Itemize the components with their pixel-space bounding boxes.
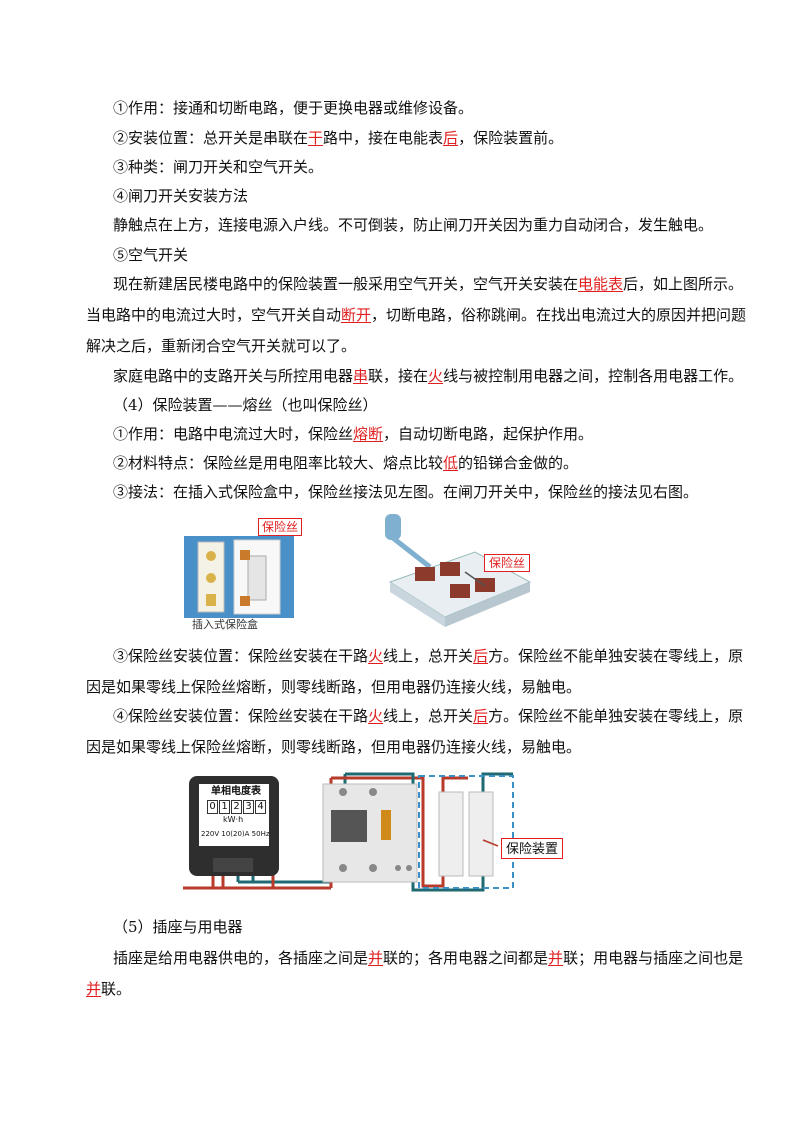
fuse-box-image bbox=[184, 536, 294, 618]
meter-unit: kW·h bbox=[223, 815, 244, 824]
text-segment: 线与被控制用电器之间，控制各用电器工作。 bbox=[443, 367, 744, 385]
text-segment: ②安装位置：总开关是串联在 bbox=[113, 129, 309, 147]
text-line: ②安装位置：总开关是串联在干路中，接在电能表后，保险装置前。 bbox=[113, 128, 563, 148]
text-segment: 当电路中的电流过大时，空气开关自动 bbox=[86, 306, 342, 324]
text-segment: ，切断电路，俗称跳闸。在找出电流过大的原因并把问题 bbox=[371, 306, 747, 324]
answer-highlight: 断开 bbox=[341, 306, 372, 324]
text-segment: ②材料特点：保险丝是用电阻率比较大、熔点比较 bbox=[113, 454, 444, 472]
text-line: ②材料特点：保险丝是用电阻率比较大、熔点比较低的铅锑合金做的。 bbox=[113, 453, 578, 473]
text-line: ④保险丝安装位置：保险丝安装在干路火线上，总开关后方。保险丝不能单独安装在零线上… bbox=[113, 706, 743, 726]
meter-digits: 0 1 2 3 4 bbox=[207, 800, 266, 814]
answer-highlight: 电能表 bbox=[578, 275, 624, 293]
text-segment: 解决之后，重新闭合空气开关就可以了。 bbox=[86, 337, 357, 355]
text-segment: ⑤空气开关 bbox=[113, 246, 189, 264]
answer-highlight: 后 bbox=[443, 129, 459, 147]
meter-digit: 4 bbox=[255, 800, 266, 814]
text-line: 因是如果零线上保险丝熔断，则零线断路，但用电器仍连接火线，易触电。 bbox=[86, 737, 581, 757]
answer-highlight: 干 bbox=[308, 129, 324, 147]
text-segment: ③接法：在插入式保险盒中，保险丝接法见左图。在闸刀开关中，保险丝的接法见右图。 bbox=[113, 483, 699, 501]
answer-highlight: 并 bbox=[368, 949, 384, 967]
meter-title: 单相电度表 bbox=[211, 786, 261, 797]
answer-highlight: 并 bbox=[86, 980, 102, 998]
text-segment: 联的；各用电器之间都是 bbox=[383, 949, 549, 967]
text-segment: 联，接在 bbox=[368, 367, 429, 385]
text-segment: 家庭电路中的支路开关与所控用电器 bbox=[113, 367, 354, 385]
text-segment: 联。 bbox=[101, 980, 132, 998]
knife-switch-tag: 保险丝 bbox=[484, 554, 531, 572]
text-line: ③接法：在插入式保险盒中，保险丝接法见左图。在闸刀开关中，保险丝的接法见右图。 bbox=[113, 482, 698, 502]
answer-highlight: 并 bbox=[548, 949, 564, 967]
answer-highlight: 后 bbox=[473, 707, 489, 725]
text-segment: 插座是给用电器供电的，各插座之间是 bbox=[113, 949, 369, 967]
text-segment: ，自动切断电路，起保护作用。 bbox=[383, 425, 594, 443]
text-line: 现在新建居民楼电路中的保险装置一般采用空气开关，空气开关安装在电能表后，如上图所… bbox=[113, 274, 743, 294]
text-segment: 后，如上图所示。 bbox=[623, 275, 744, 293]
text-segment: 方。保险丝不能单独安装在零线上，原 bbox=[488, 647, 744, 665]
text-segment: 静触点在上方，连接电源入户线。不可倒装，防止闸刀开关因为重力自动闭合，发生触电。 bbox=[113, 216, 714, 234]
answer-highlight: 低 bbox=[443, 454, 459, 472]
text-segment: 路中，接在电能表 bbox=[323, 129, 444, 147]
text-segment: ，保险装置前。 bbox=[458, 129, 564, 147]
text-segment: 因是如果零线上保险丝熔断，则零线断路，但用电器仍连接火线，易触电。 bbox=[86, 678, 582, 696]
wiring-figure: 单相电度表 0 1 2 3 4 kW·h 220V 10(20)A 50Hz 保… bbox=[183, 770, 563, 892]
text-line: 解决之后，重新闭合空气开关就可以了。 bbox=[86, 336, 356, 356]
text-segment: 方。保险丝不能单独安装在零线上，原 bbox=[488, 707, 744, 725]
text-line: ①作用：接通和切断电路，便于更换电器或维修设备。 bbox=[113, 98, 473, 118]
answer-highlight: 火 bbox=[368, 707, 384, 725]
text-line: ⑤空气开关 bbox=[113, 245, 188, 265]
text-segment: （4）保险装置——熔丝（也叫保险丝） bbox=[113, 396, 378, 414]
text-line: ③种类：闸刀开关和空气开关。 bbox=[113, 157, 323, 177]
text-segment: ④闸刀开关安装方法 bbox=[113, 187, 249, 205]
text-segment: ①作用：电路中电流过大时，保险丝 bbox=[113, 425, 354, 443]
meter-digit: 3 bbox=[243, 800, 254, 814]
text-segment: 因是如果零线上保险丝熔断，则零线断路，但用电器仍连接火线，易触电。 bbox=[86, 738, 582, 756]
text-line: 插座是给用电器供电的，各插座之间是并联的；各用电器之间都是并联；用电器与插座之间… bbox=[113, 948, 743, 968]
text-segment: 现在新建居民楼电路中的保险装置一般采用空气开关，空气开关安装在 bbox=[113, 275, 579, 293]
meter-spec: 220V 10(20)A 50Hz bbox=[201, 830, 270, 838]
meter-digit: 1 bbox=[219, 800, 230, 814]
text-segment: 线上，总开关 bbox=[383, 647, 474, 665]
text-line: ④闸刀开关安装方法 bbox=[113, 186, 248, 206]
text-segment: ③种类：闸刀开关和空气开关。 bbox=[113, 158, 324, 176]
text-line: 并联。 bbox=[86, 979, 131, 999]
answer-highlight: 后 bbox=[473, 647, 489, 665]
fuse-box-caption: 插入式保险盒 bbox=[192, 618, 258, 631]
knife-switch-figure: 保险丝 bbox=[380, 512, 540, 634]
text-segment: ④保险丝安装位置：保险丝安装在干路 bbox=[113, 707, 369, 725]
meter-digit: 0 bbox=[207, 800, 218, 814]
answer-highlight: 串 bbox=[353, 367, 369, 385]
text-line: 因是如果零线上保险丝熔断，则零线断路，但用电器仍连接火线，易触电。 bbox=[86, 677, 581, 697]
text-line: 静触点在上方，连接电源入户线。不可倒装，防止闸刀开关因为重力自动闭合，发生触电。 bbox=[113, 215, 713, 235]
text-segment: ①作用：接通和切断电路，便于更换电器或维修设备。 bbox=[113, 99, 474, 117]
wiring-diagram bbox=[183, 772, 514, 892]
knife-switch-image bbox=[385, 514, 532, 627]
text-line: ③保险丝安装位置：保险丝安装在干路火线上，总开关后方。保险丝不能单独安装在零线上… bbox=[113, 646, 743, 666]
text-segment: （5）插座与用电器 bbox=[113, 918, 243, 936]
answer-highlight: 火 bbox=[428, 367, 444, 385]
text-line: 当电路中的电流过大时，空气开关自动断开，切断电路，俗称跳闸。在找出电流过大的原因… bbox=[86, 305, 746, 325]
text-segment: 联；用电器与插座之间也是 bbox=[563, 949, 744, 967]
answer-highlight: 熔断 bbox=[353, 425, 384, 443]
text-segment: 线上，总开关 bbox=[383, 707, 474, 725]
meter-digit: 2 bbox=[231, 800, 242, 814]
text-segment: 的铅锑合金做的。 bbox=[458, 454, 579, 472]
fuse-device-tag: 保险装置 bbox=[501, 838, 563, 859]
fuse-box-tag: 保险丝 bbox=[258, 518, 303, 536]
text-line: ①作用：电路中电流过大时，保险丝熔断，自动切断电路，起保护作用。 bbox=[113, 424, 593, 444]
fuse-box-figure: 保险丝 插入式保险盒 bbox=[184, 516, 310, 634]
text-line: 家庭电路中的支路开关与所控用电器串联，接在火线与被控制用电器之间，控制各用电器工… bbox=[113, 366, 743, 386]
text-line: （5）插座与用电器 bbox=[113, 917, 243, 937]
text-segment: ③保险丝安装位置：保险丝安装在干路 bbox=[113, 647, 369, 665]
text-line: （4）保险装置——熔丝（也叫保险丝） bbox=[113, 395, 378, 415]
answer-highlight: 火 bbox=[368, 647, 384, 665]
